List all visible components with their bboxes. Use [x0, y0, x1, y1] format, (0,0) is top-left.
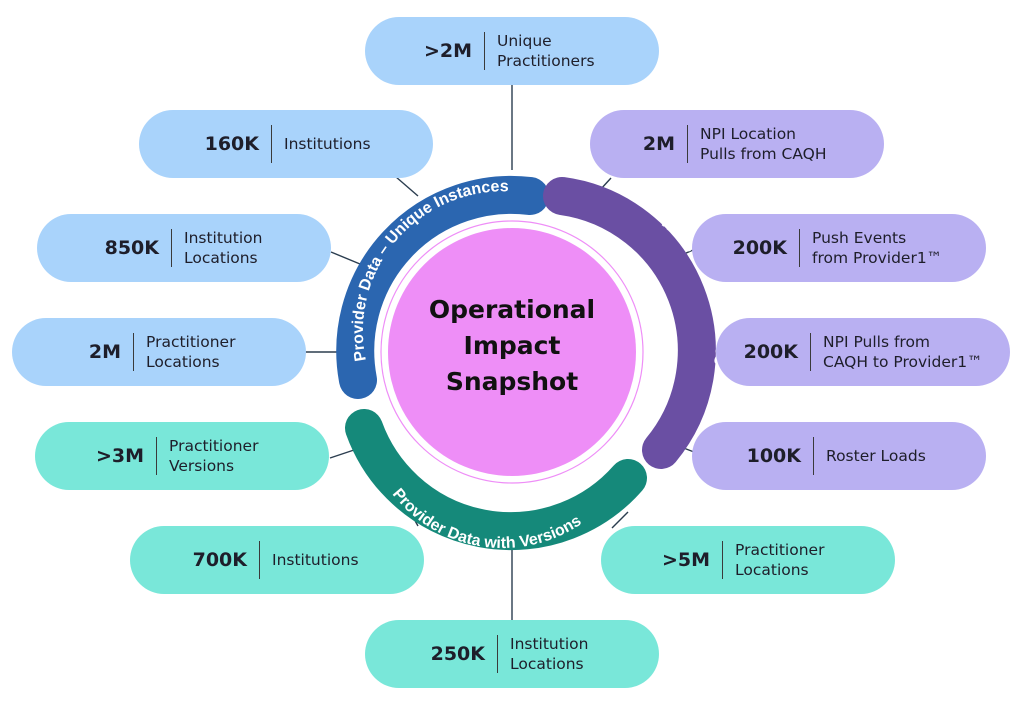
pill-label: Institution Locations: [184, 229, 263, 267]
pill-value: 100K: [692, 437, 814, 475]
pill-label: Practitioner Locations: [735, 541, 825, 579]
arc-provider-versions: [345, 409, 647, 551]
pill-unique-practitioners: >2M Unique Practitioners: [365, 17, 659, 85]
pill-value: >3M: [35, 437, 157, 475]
pill-roster-loads: 100K Roster Loads: [692, 422, 986, 490]
pill-value: >2M: [365, 32, 485, 70]
pill-label: Push Events from Provider1™: [812, 229, 943, 267]
pill-institutions-unique: 160K Institutions: [139, 110, 433, 178]
pill-value: 700K: [130, 541, 260, 579]
pill-label: NPI Location Pulls from CAQH: [700, 125, 827, 163]
pill-label: NPI Pulls from CAQH to Provider1™: [823, 333, 983, 371]
pill-practitioner-locations-versions: >5M Practitioner Locations: [601, 526, 895, 594]
center-ring: [380, 220, 644, 484]
arc-transaction: [543, 177, 716, 469]
pill-label: Institution Locations: [510, 635, 589, 673]
pill-label: Roster Loads: [826, 447, 926, 465]
pill-practitioner-versions: >3M Practitioner Versions: [35, 422, 329, 490]
pill-value: 2M: [590, 125, 688, 163]
pill-value: 200K: [716, 333, 811, 371]
pill-label: Practitioner Versions: [169, 437, 259, 475]
pill-label: Institutions: [284, 135, 371, 153]
pill-value: 200K: [692, 229, 800, 267]
pill-value: 2M: [12, 333, 134, 371]
pill-value: 250K: [365, 635, 498, 673]
center-title: Operational Impact Snapshot: [428, 295, 596, 396]
pill-npi-pulls-caqh: 200K NPI Pulls from CAQH to Provider1™: [716, 318, 1010, 386]
pill-value: >5M: [601, 541, 723, 579]
pill-institution-locations-unique: 850K Institution Locations: [37, 214, 331, 282]
pill-npi-location-pulls: 2M NPI Location Pulls from CAQH: [590, 110, 884, 178]
center-disc: [388, 228, 636, 476]
pill-push-events: 200K Push Events from Provider1™: [692, 214, 986, 282]
pill-value: 160K: [139, 125, 272, 163]
pill-institution-locations-versions: 250K Institution Locations: [365, 620, 659, 688]
pill-institutions-versions: 700K Institutions: [130, 526, 424, 594]
pill-label: Institutions: [272, 551, 359, 569]
pill-label: Unique Practitioners: [497, 32, 595, 70]
pill-value: 850K: [37, 229, 172, 267]
pill-practitioner-locations-unique: 2M Practitioner Locations: [12, 318, 306, 386]
arc-provider-unique: [336, 175, 549, 399]
pill-label: Practitioner Locations: [146, 333, 236, 371]
